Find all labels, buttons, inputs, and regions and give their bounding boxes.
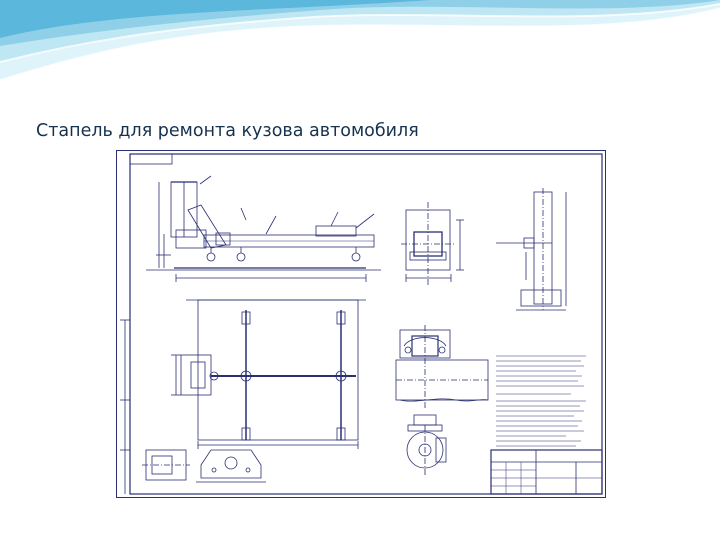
bearing-view [395, 325, 489, 410]
plan-view [171, 299, 366, 449]
engineering-drawing [116, 150, 606, 498]
header-wave-decoration [0, 0, 720, 81]
side-view [146, 175, 381, 282]
wheel-view [406, 414, 447, 475]
slide-title: Стапель для ремонта кузова автомобиля [36, 121, 419, 141]
column-view [496, 188, 567, 311]
title-block [490, 449, 603, 495]
section-view [401, 202, 464, 285]
technical-notes [496, 355, 586, 447]
detail-views [142, 449, 266, 483]
